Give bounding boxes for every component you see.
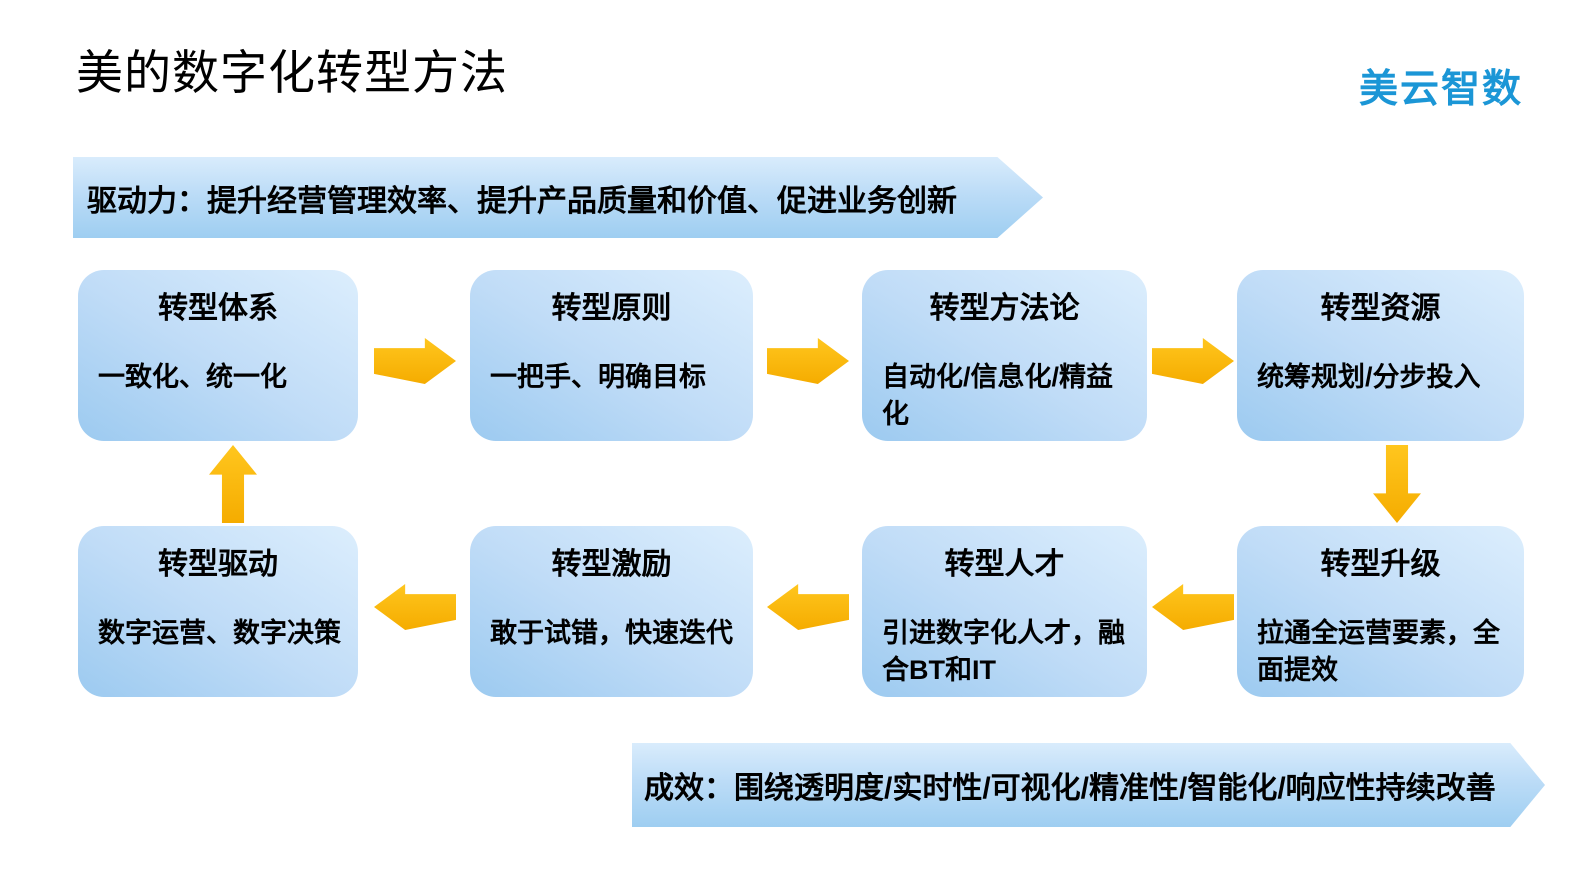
flow-box-principle: 转型原则 一把手、明确目标 [470, 270, 753, 441]
flow-box-methodology: 转型方法论 自动化/信息化/精益化 [862, 270, 1147, 441]
arrow-up-icon [209, 445, 257, 523]
box-body: 一把手、明确目标 [490, 361, 706, 392]
arrow-left-icon [1152, 584, 1234, 630]
brand-logo: 美云智数 [1358, 68, 1523, 111]
box-body: 敢于试错，快速迭代 [490, 617, 733, 648]
result-banner: 成效：围绕透明度/实时性/可视化/精准性/智能化/响应性持续改善 [632, 743, 1545, 827]
result-banner-text: 成效：围绕透明度/实时性/可视化/精准性/智能化/响应性持续改善 [644, 772, 1496, 805]
box-title: 转型激励 [551, 548, 672, 581]
arrow-right-icon [374, 338, 456, 384]
box-body: 统筹规划/分步投入 [1257, 361, 1481, 392]
box-body: 拉通全运营要素，全面提效 [1257, 617, 1500, 685]
flow-box-resource: 转型资源 统筹规划/分步投入 [1237, 270, 1524, 441]
box-body: 数字运营、数字决策 [98, 617, 341, 648]
box-body: 自动化/信息化/精益化 [882, 361, 1114, 429]
flow-box-talent: 转型人才 引进数字化人才，融合BT和IT [862, 526, 1147, 697]
flow-box-upgrade: 转型升级 拉通全运营要素，全面提效 [1237, 526, 1524, 697]
box-body: 一致化、统一化 [98, 361, 287, 392]
arrow-down-icon [1373, 445, 1421, 523]
driver-banner: 驱动力：提升经营管理效率、提升产品质量和价值、促进业务创新 [73, 157, 1043, 238]
driver-banner-text: 驱动力：提升经营管理效率、提升产品质量和价值、促进业务创新 [87, 184, 957, 218]
flow-box-incentive: 转型激励 敢于试错，快速迭代 [470, 526, 753, 697]
flow-box-system: 转型体系 一致化、统一化 [78, 270, 358, 441]
box-title: 转型驱动 [158, 548, 278, 581]
box-title: 转型方法论 [929, 292, 1080, 325]
box-title: 转型人才 [944, 548, 1065, 581]
arrow-right-icon [1152, 338, 1234, 384]
arrow-left-icon [767, 584, 849, 630]
arrow-right-icon [767, 338, 849, 384]
box-title: 转型体系 [158, 292, 278, 325]
page-title: 美的数字化转型方法 [76, 46, 508, 99]
arrow-left-icon [374, 584, 456, 630]
box-title: 转型原则 [551, 292, 672, 325]
flow-box-drive: 转型驱动 数字运营、数字决策 [78, 526, 358, 697]
box-body: 引进数字化人才，融合BT和IT [882, 617, 1125, 685]
box-title: 转型升级 [1320, 548, 1441, 581]
box-title: 转型资源 [1320, 292, 1441, 325]
